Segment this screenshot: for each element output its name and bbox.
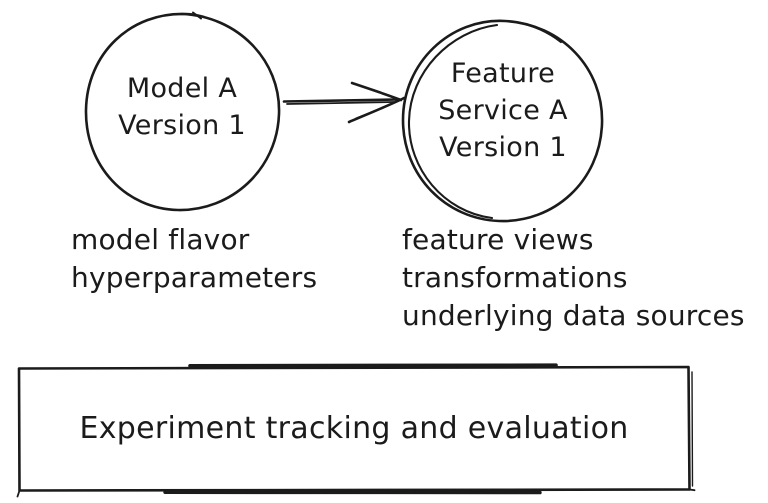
bottom-box-top-overlap [188, 363, 558, 368]
bottom-box-label: Experiment tracking and evaluation [79, 411, 629, 446]
feature-caption-line-2: transformations [402, 261, 628, 294]
feature-caption-line-3: underlying data sources [402, 299, 745, 332]
model-node-circle [84, 12, 281, 212]
bottom-box: Experiment tracking and evaluation [18, 366, 690, 491]
feature-caption: feature views transformations underlying… [402, 221, 745, 335]
feature-node-line-3: Version 1 [439, 132, 567, 163]
arrow-shaft [282, 98, 399, 103]
ink-strokes [16, 11, 696, 498]
feature-node-line-1: Feature [450, 58, 556, 89]
arrow-head-double [355, 99, 400, 120]
bottom-box-right-overlap [691, 371, 694, 487]
feature-node-line-2: Service A [438, 95, 568, 126]
feature-caption-line-1: feature views [402, 223, 594, 256]
arrow-shaft-double [286, 101, 395, 105]
model-caption-line-2: hyperparameters [71, 261, 318, 294]
bottom-box-corner-tails [16, 488, 696, 498]
model-caption: model flavor hyperparameters [71, 221, 317, 297]
model-node-circle-overlap [192, 11, 202, 20]
model-node-line-1: Model A [126, 73, 238, 104]
model-node-label: Model A Version 1 [82, 70, 282, 144]
feature-node-circle-inner [407, 23, 499, 220]
model-node-line-2: Version 1 [118, 110, 246, 141]
feature-node-label: Feature Service A Version 1 [403, 55, 603, 166]
model-caption-line-1: model flavor [71, 223, 250, 256]
feature-node-circle-overlap [514, 20, 563, 44]
feature-node-circle [401, 19, 604, 223]
